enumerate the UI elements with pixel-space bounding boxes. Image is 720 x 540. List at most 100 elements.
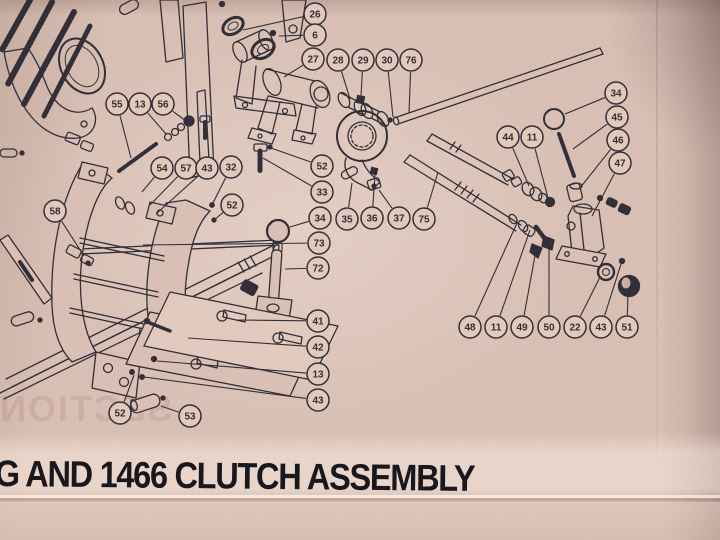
link-plate-drawing — [118, 0, 307, 43]
callout-48: 48 — [458, 222, 518, 339]
callout-72: 72 — [284, 256, 330, 280]
leader-line — [123, 374, 135, 402]
callout-33: 33 — [262, 157, 334, 204]
callout-number: 37 — [393, 214, 405, 225]
callout-37: 37 — [378, 189, 411, 230]
leader-line — [341, 71, 351, 100]
leader-line — [172, 110, 187, 122]
callout-circle — [308, 206, 332, 230]
callout-52: 52 — [213, 193, 244, 221]
callout-number: 75 — [418, 215, 430, 226]
callout-circle — [387, 206, 411, 230]
callout-28: 28 — [326, 48, 351, 100]
callout-circle — [178, 404, 202, 428]
callout-circle — [128, 92, 152, 116]
left-small-hardware-drawing — [0, 131, 95, 158]
callout-circle — [108, 401, 132, 425]
splined-shafts-drawing — [0, 0, 93, 119]
leader-line — [534, 148, 549, 199]
callout-circle — [43, 199, 67, 223]
callout-number: 13 — [312, 370, 324, 381]
fork-bolt-drawing — [117, 115, 195, 173]
callout-number: 56 — [157, 100, 169, 111]
callout-number: 36 — [366, 214, 378, 225]
callout-number: 72 — [312, 264, 324, 275]
callout-58: 58 — [43, 199, 85, 257]
callout-number: 35 — [341, 215, 353, 226]
leader-line — [155, 175, 199, 215]
callout-52: 52 — [270, 147, 334, 178]
callout-number: 44 — [502, 133, 514, 144]
leader-line — [523, 249, 537, 316]
callout-circle — [301, 47, 325, 71]
leader-line — [591, 173, 615, 217]
callout-circle — [306, 256, 330, 280]
callout-47: 47 — [591, 151, 632, 217]
leader-line — [579, 276, 601, 317]
callout-circle — [326, 48, 350, 72]
leader-line — [499, 229, 531, 316]
callout-number: 54 — [156, 164, 168, 175]
callout-49: 49 — [510, 249, 537, 339]
callout-number: 13 — [134, 100, 146, 111]
callout-number: 30 — [381, 56, 393, 67]
leader-line — [270, 147, 311, 163]
clutch-fork-drawing — [3, 47, 97, 139]
callout-number: 41 — [312, 317, 324, 328]
leader-line — [119, 115, 132, 159]
callout-number: 22 — [569, 323, 581, 334]
callout-number: 57 — [180, 164, 192, 175]
leader-line — [408, 71, 412, 114]
callout-number: 28 — [332, 56, 344, 67]
callout-number: 55 — [111, 100, 123, 111]
callout-43: 43 — [143, 376, 330, 412]
leader-line — [387, 71, 394, 118]
callout-number: 53 — [184, 412, 196, 423]
pivot-bracket-a-drawing — [232, 29, 297, 117]
callout-26: 26 — [242, 2, 327, 31]
callout-circle — [310, 154, 334, 178]
callout-number: 11 — [491, 323, 502, 334]
callout-circle — [303, 23, 327, 47]
callout-27: 27 — [283, 47, 325, 78]
callout-number: 43 — [595, 323, 607, 334]
callout-number: 43 — [201, 164, 213, 175]
callout-11: 11 — [520, 125, 549, 199]
callout-number: 46 — [612, 136, 624, 147]
callout-number: 32 — [225, 163, 237, 174]
leader-line — [213, 212, 224, 221]
leader-line — [572, 123, 608, 150]
callout-circle — [306, 335, 330, 359]
callout-36: 36 — [360, 174, 384, 230]
leader-line — [474, 222, 518, 317]
callout-circle — [458, 315, 482, 339]
callout-number: 73 — [313, 239, 325, 250]
callout-number: 45 — [611, 113, 623, 124]
valve-lever-drawing — [543, 108, 583, 203]
leader-line — [278, 34, 304, 37]
callout-53: 53 — [160, 404, 202, 428]
callout-number: 43 — [312, 396, 324, 407]
callout-44: 44 — [496, 125, 530, 187]
callout-22: 22 — [563, 276, 601, 339]
callout-circle — [306, 309, 330, 333]
callout-number: 52 — [226, 201, 238, 212]
callout-30: 30 — [375, 48, 399, 118]
callout-number: 51 — [621, 323, 633, 334]
callout-35: 35 — [335, 182, 359, 231]
leader-line — [147, 112, 167, 135]
callout-57: 57 — [149, 156, 198, 206]
callout-number: 49 — [516, 323, 528, 334]
callout-number: 34 — [610, 89, 622, 100]
callout-number: 52 — [316, 162, 328, 173]
callout-51: 51 — [615, 291, 639, 339]
callout-circle — [412, 207, 436, 231]
callout-29: 29 — [351, 48, 375, 97]
control-rod-44-drawing — [426, 133, 556, 208]
leader-line — [378, 189, 393, 209]
callout-circle — [520, 125, 544, 149]
callout-number: 58 — [49, 207, 61, 218]
parts-drawing — [0, 0, 641, 414]
leader-line — [143, 376, 307, 399]
